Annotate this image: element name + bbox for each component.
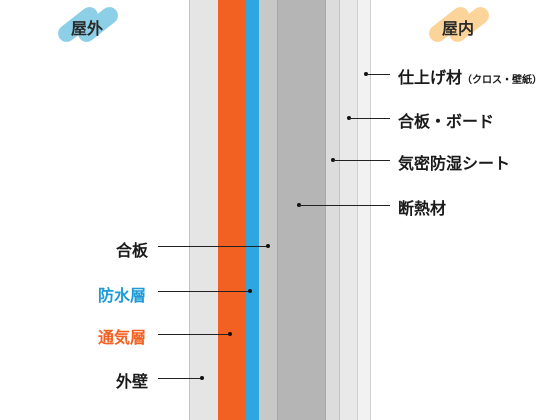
indoor-badge: 屋内 xyxy=(425,3,493,46)
waterproof-label: 防水層 xyxy=(98,286,147,305)
outdoor-label: 屋外 xyxy=(70,19,103,38)
board-label: 合板・ボード xyxy=(398,112,495,131)
waterproof-pointer-dot xyxy=(248,289,252,293)
vapor-leader-line xyxy=(333,160,390,161)
finish-label-main: 仕上げ材 xyxy=(398,68,463,87)
finish-leader-line xyxy=(366,74,390,75)
plywood-leader-line xyxy=(158,246,268,247)
ventilation-leader-line xyxy=(158,334,230,335)
layer-waterproof xyxy=(246,0,259,420)
plywood-label: 合板 xyxy=(116,241,149,260)
layer-vapor-barrier xyxy=(325,0,339,420)
ventilation-pointer-dot xyxy=(228,332,232,336)
board-leader-line xyxy=(349,118,390,119)
finish-label: 仕上げ材（クロス・壁紙） xyxy=(398,64,542,88)
waterproof-leader-line xyxy=(158,291,250,292)
insulation-leader-line xyxy=(299,205,390,206)
layer-insulation xyxy=(278,0,325,420)
ventilation-label: 通気層 xyxy=(98,328,147,347)
outdoor-badge: 屋外 xyxy=(54,3,122,46)
finish-label-sub: （クロス・壁紙） xyxy=(462,75,543,86)
exterior-leader-line xyxy=(158,378,202,379)
exterior-pointer-dot xyxy=(200,376,204,380)
plywood-pointer-dot xyxy=(266,244,270,248)
vapor-label: 気密防湿シート xyxy=(398,154,511,173)
layer-ventilation xyxy=(218,0,246,420)
layer-board xyxy=(339,0,357,420)
layer-exterior-wall xyxy=(189,0,218,420)
insulation-label: 断熱材 xyxy=(398,199,447,218)
layer-finish xyxy=(357,0,371,420)
indoor-label: 屋内 xyxy=(441,19,474,38)
layer-plywood xyxy=(259,0,278,420)
exterior-label: 外壁 xyxy=(116,372,149,391)
